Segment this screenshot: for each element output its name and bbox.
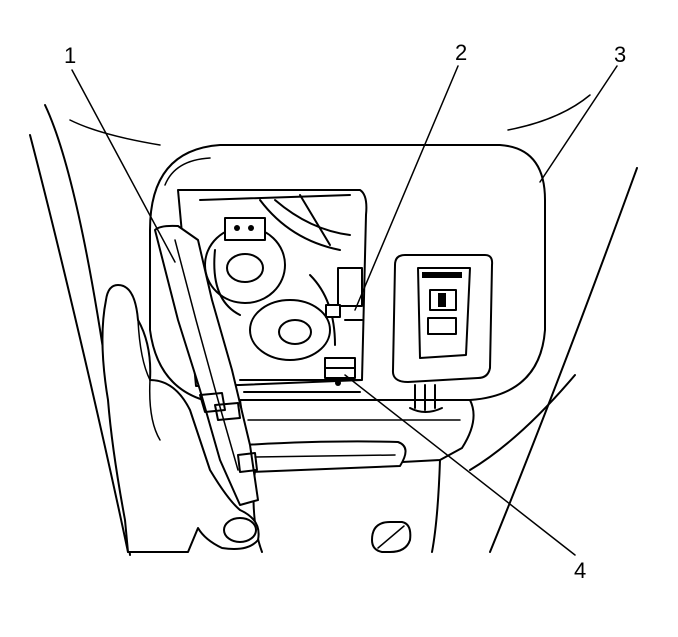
callout-2: 2 xyxy=(455,40,467,65)
compartment-door xyxy=(154,224,259,506)
callout-1: 1 xyxy=(64,43,76,68)
hand xyxy=(101,284,260,553)
leader-line-1 xyxy=(71,69,176,263)
callout-4: 4 xyxy=(574,558,586,583)
callout-3: 3 xyxy=(614,42,626,67)
leader-line-3 xyxy=(539,65,618,183)
switch-bezel xyxy=(391,254,494,413)
leader-line-2 xyxy=(354,65,459,311)
leader-line-4 xyxy=(344,374,576,556)
compartment-cavity xyxy=(177,189,368,393)
leader-lines xyxy=(71,65,618,556)
